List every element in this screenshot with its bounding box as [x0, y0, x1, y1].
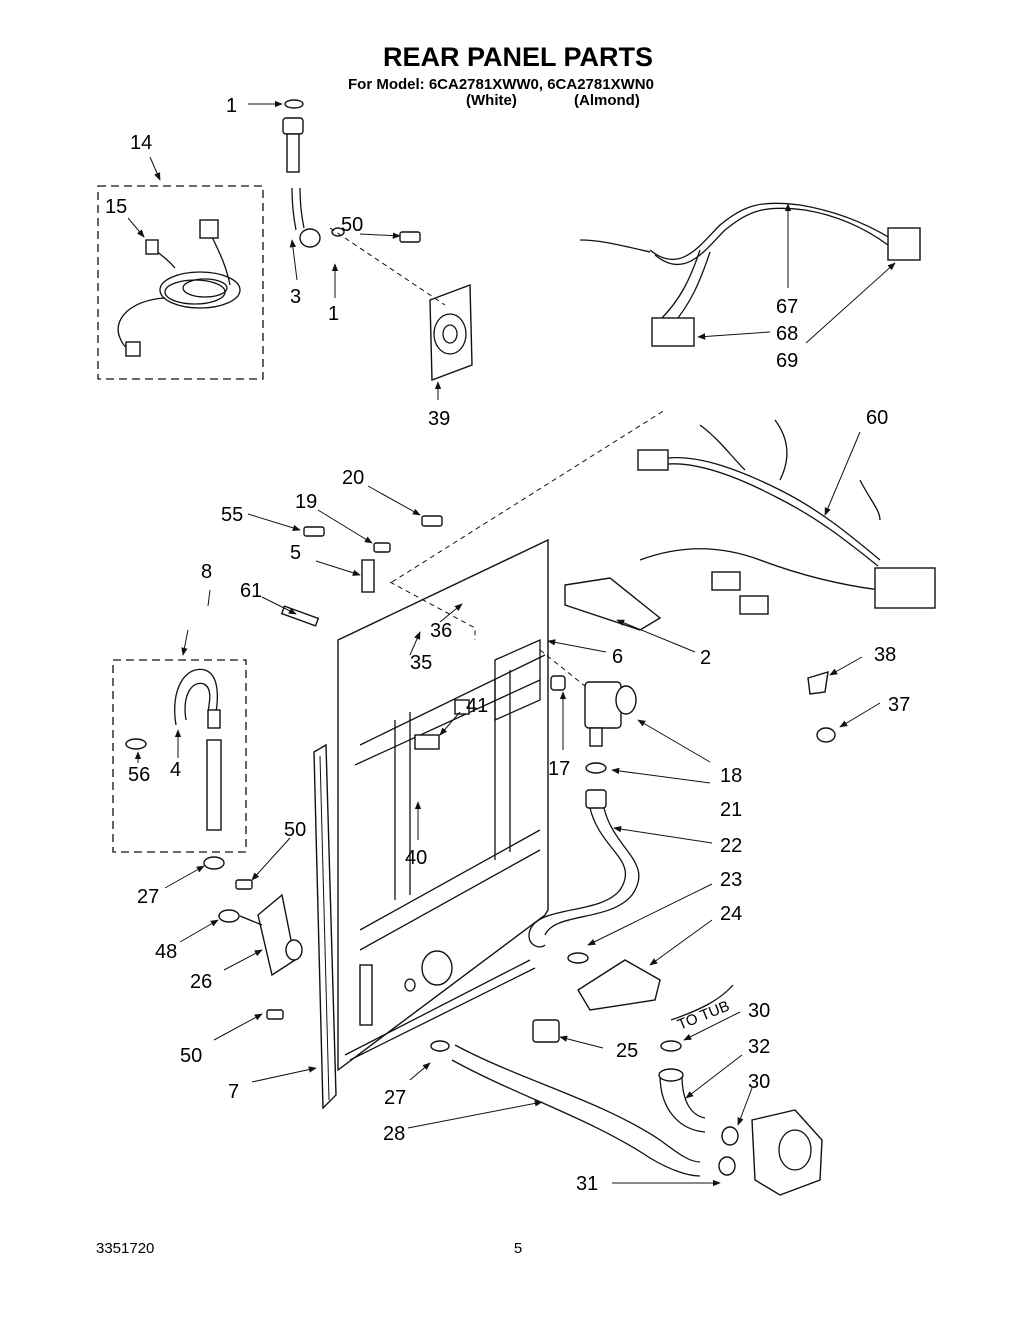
page-title: REAR PANEL PARTS: [383, 42, 653, 72]
bracket-2: [564, 577, 662, 631]
callout-50-top: 50: [341, 214, 363, 236]
wire-harness-67: [579, 202, 921, 347]
callout-41: 41: [466, 695, 488, 717]
callout-2: 2: [700, 647, 711, 669]
callout-22: 22: [720, 835, 742, 857]
callout-3: 3: [290, 286, 301, 308]
callout-48: 48: [155, 941, 177, 963]
rear-panel: [337, 538, 549, 1072]
callout-20: 20: [342, 467, 364, 489]
callout-69: 69: [776, 350, 798, 372]
bracket-24: [577, 959, 661, 1011]
callout-24: 24: [720, 903, 742, 925]
callout-23: 23: [720, 869, 742, 891]
callout-27-left: 27: [137, 886, 159, 908]
callout-1-mid: 1: [328, 303, 339, 325]
callout-68: 68: [776, 323, 798, 345]
model-line: For Model: 6CA2781XWW0, 6CA2781XWN0: [348, 76, 654, 93]
callout-17: 17: [548, 758, 570, 780]
to-tub-bracket: [670, 984, 734, 1021]
callout-61: 61: [240, 580, 262, 602]
callout-6: 6: [612, 646, 623, 668]
document-number: 3351720: [96, 1240, 154, 1257]
wire-harness-60: [637, 419, 936, 615]
callout-15: 15: [105, 196, 127, 218]
part-25: [532, 1019, 560, 1043]
callout-31: 31: [576, 1173, 598, 1195]
callout-28: 28: [383, 1123, 405, 1145]
callout-21: 21: [720, 799, 742, 821]
callout-55: 55: [221, 504, 243, 526]
color-white: (White): [466, 92, 517, 109]
fill-hose-22: [528, 762, 640, 964]
callout-7: 7: [228, 1081, 239, 1103]
color-almond: (Almond): [574, 92, 640, 109]
leader-lines: [127, 100, 896, 1187]
callout-67: 67: [776, 296, 798, 318]
leader-dotted-4: [539, 649, 591, 691]
callout-38: 38: [874, 644, 896, 666]
to-tub-label: TO TUB: [675, 998, 732, 1034]
callout-30-top: 30: [748, 1000, 770, 1022]
clip-38: [807, 671, 829, 695]
drain-pump: [751, 1109, 823, 1196]
callout-8: 8: [201, 561, 212, 583]
callout-50-mid: 50: [284, 819, 306, 841]
callout-60: 60: [866, 407, 888, 429]
callout-26: 26: [190, 971, 212, 993]
callout-14: 14: [130, 132, 152, 154]
callout-1-top: 1: [226, 95, 237, 117]
fill-hose-parts: [282, 99, 345, 248]
callout-25: 25: [616, 1040, 638, 1062]
side-rail-7: [313, 743, 337, 1110]
callout-37: 37: [888, 694, 910, 716]
callout-5: 5: [290, 542, 301, 564]
callout-36: 36: [430, 620, 452, 642]
page-number: 5: [514, 1240, 522, 1257]
callout-19: 19: [295, 491, 317, 513]
callout-40: 40: [405, 847, 427, 869]
callout-39: 39: [428, 408, 450, 430]
leader-dotted-1: [329, 227, 446, 306]
callout-18: 18: [720, 765, 742, 787]
callout-30-mid: 30: [748, 1071, 770, 1093]
callout-numbers: 1 14 15 3 1 50 39 67 68 69 60 20 19 55 5…: [105, 95, 910, 1195]
callout-35: 35: [410, 652, 432, 674]
bracket-39: [399, 231, 473, 382]
callout-50-bottom: 50: [180, 1045, 202, 1067]
power-cord-assembly: [97, 185, 264, 380]
inlet-hose-group-8: [112, 659, 303, 977]
inlet-valve-18: [550, 675, 637, 747]
callout-56: 56: [128, 764, 150, 786]
drain-hose-28: [430, 1040, 701, 1177]
callout-27-bottom: 27: [384, 1087, 406, 1109]
hose-32: [658, 1040, 823, 1196]
clip-37: [816, 727, 836, 743]
callout-4: 4: [170, 759, 181, 781]
callout-32: 32: [748, 1036, 770, 1058]
